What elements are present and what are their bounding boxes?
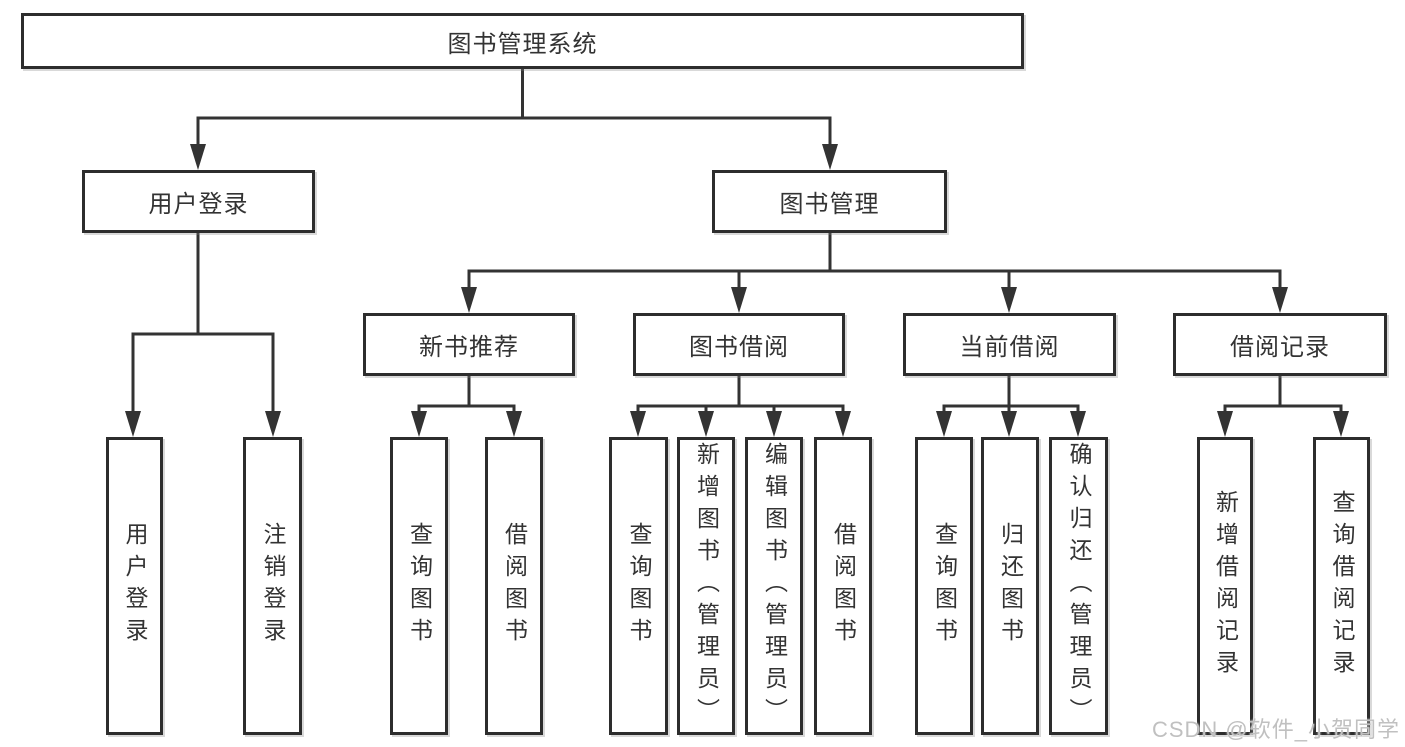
connector-current-borrowing-to-leaves (936, 374, 1086, 437)
arrowhead-icon (1272, 287, 1288, 313)
connector-root-to-level2 (190, 67, 838, 170)
node-new-book-recommend-label: 新书推荐 (419, 334, 519, 361)
csdn-watermark: CSDN @软件_小贺同学 (1151, 717, 1400, 742)
node-user-login: 用户登录 (82, 170, 315, 233)
leaf-query-borrow-record: 查询借阅记录 (1313, 437, 1370, 735)
node-book-management: 图书管理 (712, 170, 947, 233)
leaf-query-books-borrowing: 查询图书 (609, 437, 668, 735)
node-current-borrowing-label: 当前借阅 (959, 334, 1060, 361)
node-new-book-recommend: 新书推荐 (363, 313, 575, 376)
arrowhead-icon (698, 411, 714, 437)
leaf-add-books-admin-label: 新增图书（管理员） (693, 442, 720, 730)
arrowhead-icon (835, 411, 851, 437)
arrowhead-icon (506, 411, 522, 437)
node-borrowing-records: 借阅记录 (1173, 313, 1387, 376)
connector-book-borrowing-to-leaves (630, 374, 851, 437)
leaf-edit-books-admin-label: 编辑图书（管理员） (761, 442, 788, 730)
arrowhead-icon (461, 287, 477, 313)
arrowhead-icon (1070, 411, 1086, 437)
arrowhead-icon (822, 144, 838, 170)
arrowhead-icon (1001, 287, 1017, 313)
node-book-borrowing-label: 图书借阅 (689, 334, 789, 361)
arrowhead-icon (411, 411, 427, 437)
node-book-management-label: 图书管理 (779, 191, 880, 218)
arrowhead-icon (1001, 411, 1017, 437)
arrowhead-icon (630, 411, 646, 437)
leaf-borrow-books-recommend: 借阅图书 (485, 437, 543, 735)
leaf-return-books: 归还图书 (981, 437, 1039, 735)
leaf-borrow-books-borrowing-label: 借阅图书 (830, 522, 857, 650)
connector-new-book-recommend-to-leaves (411, 374, 522, 437)
arrowhead-icon (1217, 411, 1233, 437)
leaf-user-login-label: 用户登录 (122, 522, 148, 650)
leaf-query-borrow-record-label: 查询借阅记录 (1329, 490, 1355, 682)
node-book-borrowing: 图书借阅 (633, 313, 845, 376)
node-root-label: 图书管理系统 (447, 30, 598, 58)
arrowhead-icon (731, 287, 747, 313)
leaf-query-books-borrowing-label: 查询图书 (626, 522, 652, 650)
node-borrowing-records-label: 借阅记录 (1230, 334, 1330, 361)
leaf-confirm-return-admin: 确认归还（管理员） (1049, 437, 1108, 735)
leaf-edit-books-admin: 编辑图书（管理员） (745, 437, 803, 735)
leaf-borrow-books-recommend-label: 借阅图书 (501, 522, 528, 650)
arrowhead-icon (766, 411, 782, 437)
leaf-return-books-label: 归还图书 (997, 522, 1024, 650)
arrowhead-icon (190, 144, 206, 170)
arrowhead-icon (125, 411, 141, 437)
node-root: 图书管理系统 (21, 13, 1024, 69)
leaf-query-books-recommend-label: 查询图书 (406, 522, 433, 650)
arrowhead-icon (1333, 411, 1349, 437)
node-user-login-label: 用户登录 (148, 191, 249, 218)
connector-borrowing-records-to-leaves (1217, 374, 1349, 437)
arrowhead-icon (265, 411, 281, 437)
leaf-logout-label: 注销登录 (260, 522, 286, 650)
connector-user-login-to-leaves (125, 231, 281, 437)
arrowhead-icon (936, 411, 952, 437)
leaf-borrow-books-borrowing: 借阅图书 (814, 437, 872, 735)
leaf-add-books-admin: 新增图书（管理员） (677, 437, 735, 735)
leaf-add-borrow-record: 新增借阅记录 (1197, 437, 1253, 735)
leaf-add-borrow-record-label: 新增借阅记录 (1212, 490, 1239, 682)
leaf-query-books-current-label: 查询图书 (931, 522, 958, 650)
leaf-query-books-recommend: 查询图书 (390, 437, 448, 735)
leaf-confirm-return-admin-label: 确认归还（管理员） (1066, 442, 1092, 730)
leaf-user-login: 用户登录 (106, 437, 163, 735)
connector-book-management-to-level3 (461, 231, 1288, 313)
leaf-logout: 注销登录 (243, 437, 302, 735)
leaf-query-books-current: 查询图书 (915, 437, 973, 735)
node-current-borrowing: 当前借阅 (903, 313, 1116, 376)
